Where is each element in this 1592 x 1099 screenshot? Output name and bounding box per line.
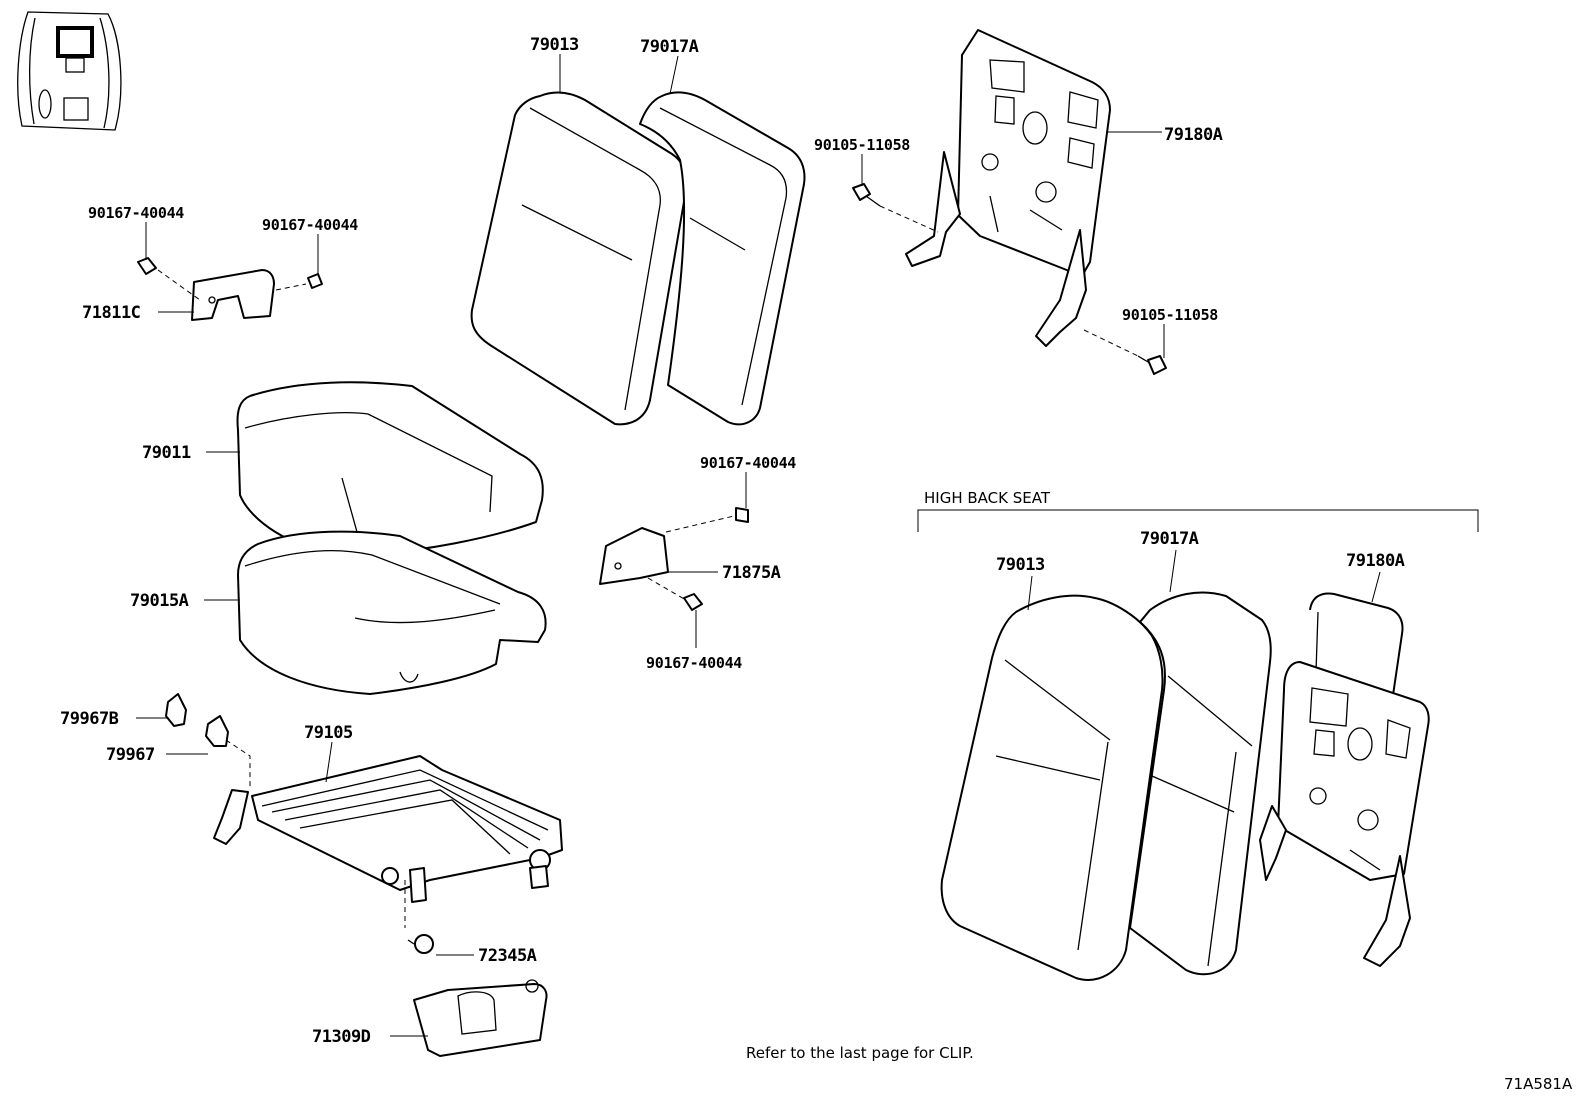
clip-reference-note: Refer to the last page for CLIP. bbox=[746, 1044, 974, 1062]
label-90167-40044-d: 90167-40044 bbox=[646, 654, 742, 672]
high-back-seat-bracket bbox=[917, 509, 1479, 532]
label-72345a: 72345A bbox=[478, 946, 537, 966]
fastener-72345a[interactable] bbox=[407, 934, 434, 954]
label-hb-79017a: 79017A bbox=[1140, 529, 1199, 549]
seat-back-cover-79017a[interactable] bbox=[639, 91, 806, 426]
seat-back-frame-79180a[interactable] bbox=[905, 29, 1111, 347]
locator-thumbnail bbox=[17, 11, 122, 131]
hb-seat-back-cover-79017a[interactable] bbox=[1129, 591, 1272, 976]
bolt-90105-b[interactable] bbox=[1137, 355, 1167, 375]
label-79967b: 79967B bbox=[60, 709, 119, 729]
label-71309d: 71309D bbox=[312, 1027, 371, 1047]
label-79967: 79967 bbox=[106, 745, 155, 765]
bolt-90167-b[interactable] bbox=[307, 273, 323, 289]
label-79105: 79105 bbox=[304, 723, 353, 743]
bracket-71875a[interactable] bbox=[599, 527, 669, 585]
label-90105-11058-top: 90105-11058 bbox=[814, 136, 910, 154]
label-79015a: 79015A bbox=[130, 591, 189, 611]
label-hb-79013: 79013 bbox=[996, 555, 1045, 575]
label-71875a: 71875A bbox=[722, 563, 781, 583]
label-90105-11058-bottom: 90105-11058 bbox=[1122, 306, 1218, 324]
hb-seat-back-frame-79180a[interactable] bbox=[1259, 592, 1430, 967]
seat-adjuster-79105[interactable] bbox=[213, 755, 563, 903]
label-79180a: 79180A bbox=[1164, 125, 1223, 145]
label-90167-40044-a: 90167-40044 bbox=[88, 204, 184, 222]
seat-cushion-cover-79015a[interactable] bbox=[237, 530, 547, 695]
bolt-90167-d[interactable] bbox=[683, 593, 703, 611]
diagram-code: 71A581A bbox=[1504, 1075, 1573, 1093]
bolt-90167-a[interactable] bbox=[137, 257, 157, 275]
label-79017a: 79017A bbox=[640, 37, 699, 57]
bolt-90105-a[interactable] bbox=[852, 183, 881, 207]
bracket-71811c[interactable] bbox=[191, 269, 275, 321]
clip-79967b[interactable] bbox=[165, 693, 187, 727]
leader-lines bbox=[136, 54, 1381, 1037]
bolt-90167-c[interactable] bbox=[735, 507, 749, 523]
hb-seat-back-pad-79013[interactable] bbox=[940, 594, 1164, 981]
label-90167-40044-c: 90167-40044 bbox=[700, 454, 796, 472]
label-79013: 79013 bbox=[530, 35, 579, 55]
label-90167-40044-b: 90167-40044 bbox=[262, 216, 358, 234]
bracket-71309d[interactable] bbox=[413, 979, 548, 1057]
clip-79967[interactable] bbox=[205, 715, 229, 747]
label-79011: 79011 bbox=[142, 443, 191, 463]
high-back-seat-title: HIGH BACK SEAT bbox=[924, 489, 1051, 507]
seat-cushion-pad-79011[interactable] bbox=[236, 381, 544, 556]
seat-back-pad-79013[interactable] bbox=[470, 91, 688, 426]
label-hb-79180a: 79180A bbox=[1346, 551, 1405, 571]
label-71811c: 71811C bbox=[82, 303, 140, 323]
